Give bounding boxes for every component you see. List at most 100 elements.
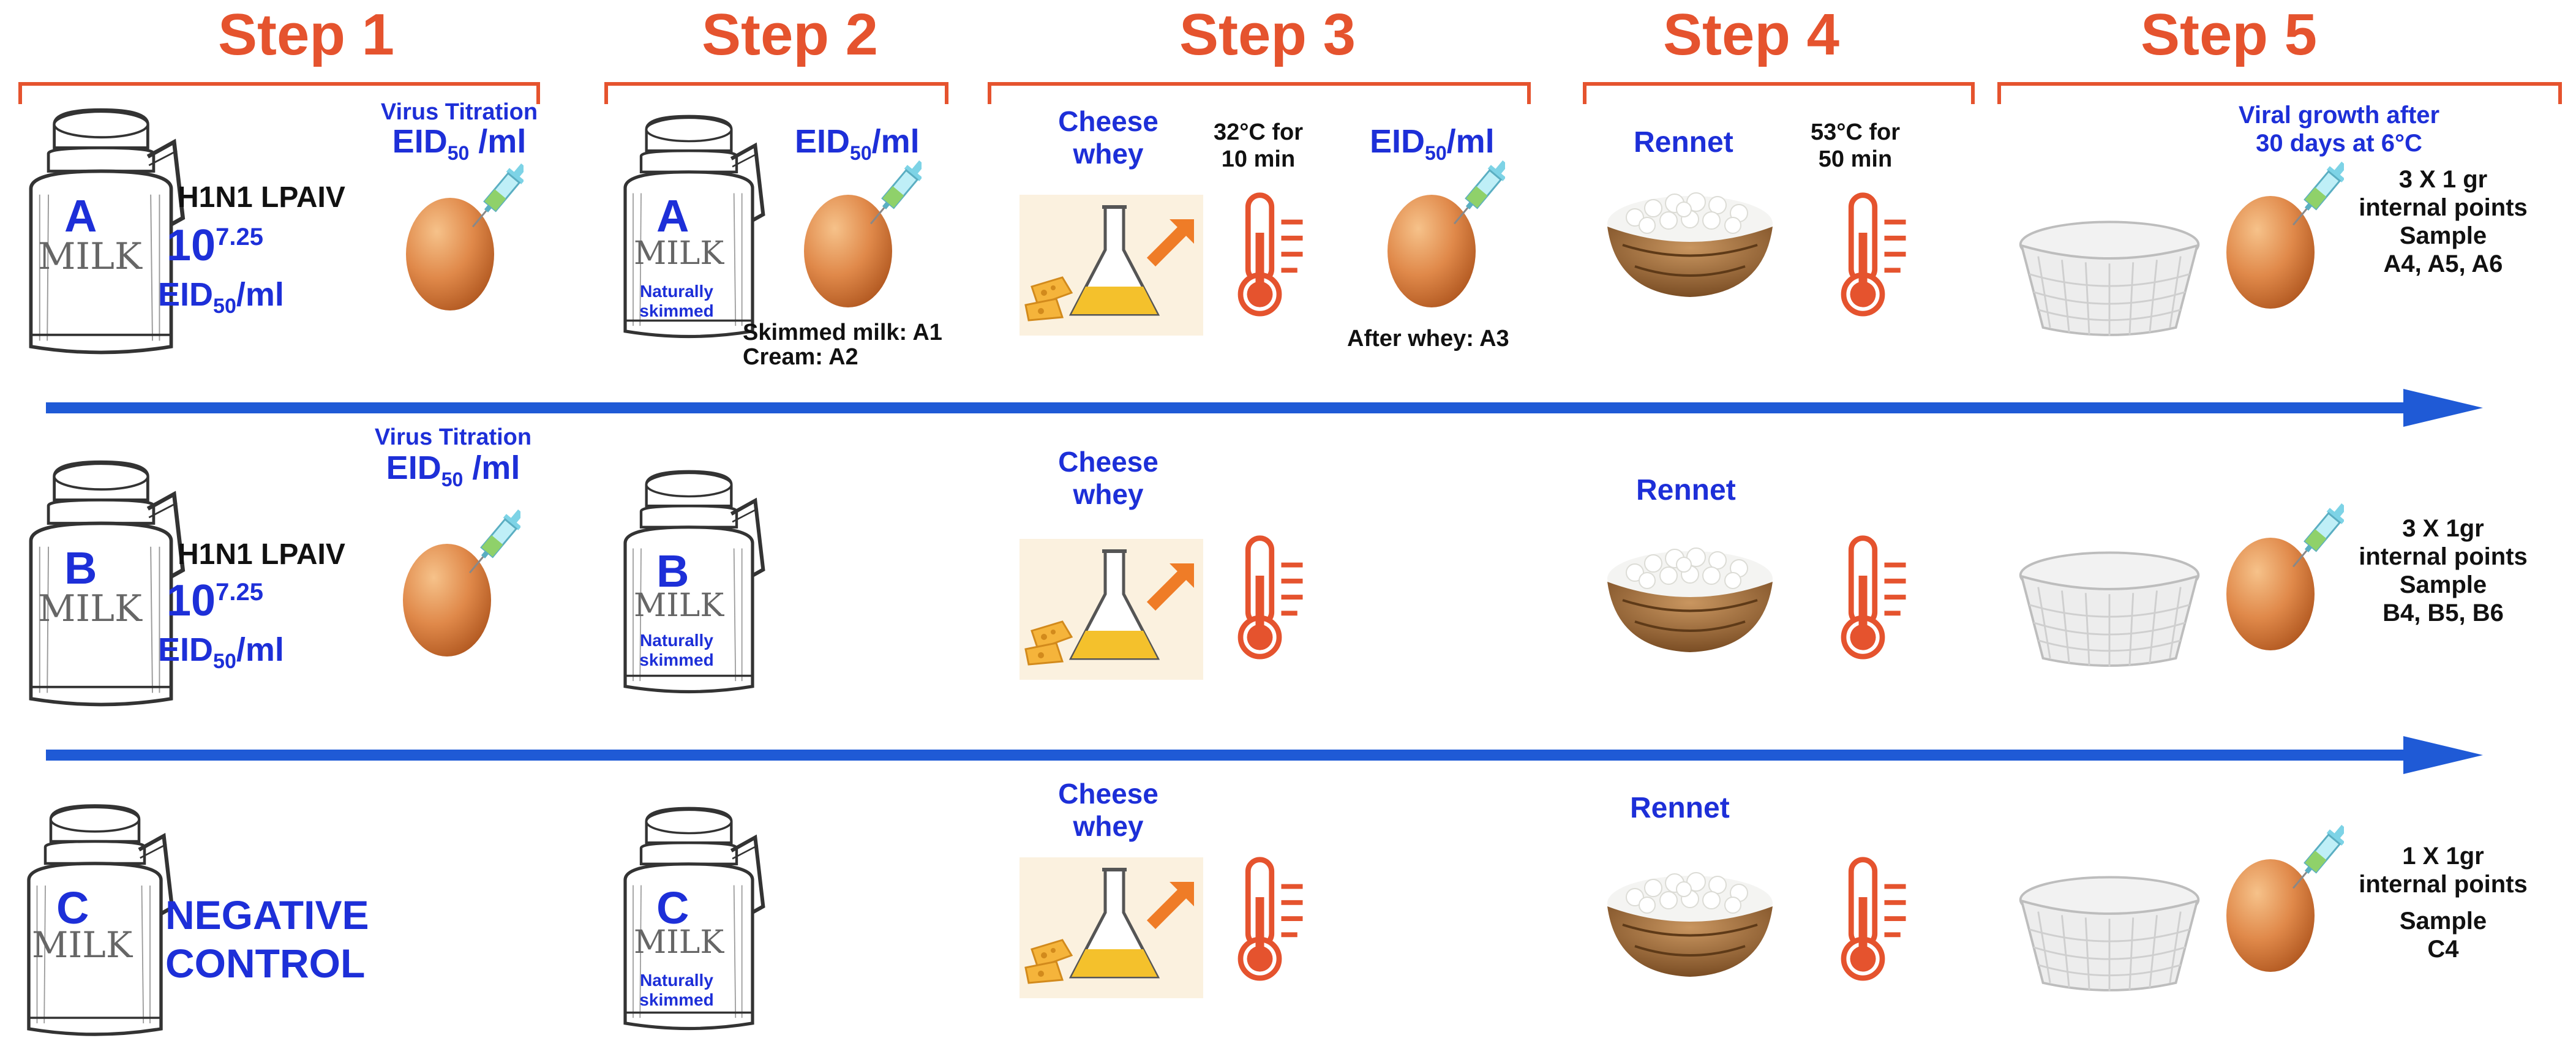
step-3-bracket <box>988 82 1531 104</box>
cheese-whey-flask-icon <box>1020 539 1203 680</box>
cheese-whey-label: Cheese whey <box>1041 105 1176 170</box>
temp-step3-line2: 10 min <box>1221 146 1296 172</box>
step2-eid-unit: /ml <box>871 123 920 160</box>
strain-label: H1N1 LPAIV <box>178 538 345 571</box>
step-4-title: Step 4 <box>1662 2 1840 67</box>
eid-unit: /ml <box>463 450 520 486</box>
step3-eid-sub: 50 <box>1425 141 1447 164</box>
dose-base: 10 <box>167 221 216 270</box>
cheese-whey-label: Cheese whey <box>1041 446 1176 511</box>
dose-exp: 7.25 <box>216 579 263 606</box>
step-5-bracket <box>1997 82 2562 104</box>
dose-unit-tail: /ml <box>236 631 284 668</box>
step-1-title: Step 1 <box>217 2 395 67</box>
milk-text: MILK <box>32 924 133 966</box>
naturally-text: Naturally <box>640 631 713 650</box>
egg-injection-icon <box>398 508 520 668</box>
sample-a-line3: Sample <box>2399 222 2487 249</box>
dose-unit: EID50/ml <box>158 631 284 674</box>
cheese-basket-icon <box>2015 539 2204 677</box>
thermometer-icon <box>1831 190 1917 318</box>
naturally-skimmed-label: Naturally skimmed <box>631 631 723 670</box>
whey-text: whey <box>1073 810 1144 842</box>
step-4-bracket <box>1583 82 1975 104</box>
sample-b-label: 3 X 1gr internal points Sample B4, B5, B… <box>2339 514 2547 627</box>
thermometer-icon <box>1831 854 1917 983</box>
thermometer-icon <box>1228 854 1313 983</box>
rennet-bowl-icon <box>1598 521 1782 661</box>
naturally-text: Naturally <box>640 971 713 990</box>
sample-c-line1: 1 X 1gr <box>2402 843 2484 870</box>
rennet-bowl-icon <box>1598 165 1782 306</box>
naturally-skimmed-label: Naturally skimmed <box>631 971 723 1010</box>
can-label-b-step2: B <box>656 546 689 596</box>
sample-a-label: 3 X 1 gr internal points Sample A4, A5, … <box>2339 165 2547 278</box>
milk-can-icon <box>12 796 178 1041</box>
cheese-whey-flask-icon <box>1020 195 1203 336</box>
strain-label: H1N1 LPAIV <box>178 181 345 214</box>
control-text: CONTROL <box>165 941 366 987</box>
eid-unit: /ml <box>469 123 527 160</box>
naturally-text: Naturally <box>640 282 713 301</box>
step3-eid-label: EID50/ml <box>1370 122 1495 165</box>
thermometer-icon <box>1228 190 1313 318</box>
can-label-a-step2: A <box>656 190 689 241</box>
sample-b-line2: internal points <box>2359 543 2528 570</box>
milk-text: MILK <box>38 587 142 630</box>
viral-growth-line1: Viral growth after <box>2238 102 2440 129</box>
dose-label: 107.25 <box>167 220 263 271</box>
cheese-text: Cheese <box>1058 105 1158 137</box>
sample-c-line3: Sample <box>2399 908 2487 935</box>
milk-text: MILK <box>38 235 142 278</box>
skimmed-text: skimmed <box>639 990 714 1010</box>
dose-unit-tail: /ml <box>236 276 284 313</box>
negative-control-label: NEGATIVE CONTROL <box>165 891 369 988</box>
egg-injection-icon <box>2221 824 2344 983</box>
step-3-title: Step 3 <box>1179 2 1356 67</box>
egg-injection-icon <box>401 162 524 322</box>
rennet-label: Rennet <box>1634 126 1733 159</box>
temp-step3-label: 32°C for 10 min <box>1197 119 1320 173</box>
eid-sub: 50 <box>447 141 470 164</box>
step3-eid-unit: /ml <box>1446 123 1495 160</box>
sample-b-line1: 3 X 1gr <box>2402 515 2484 542</box>
process-arrow-2 <box>46 736 2483 774</box>
step-5-title: Step 5 <box>2140 2 2318 67</box>
egg-injection-icon <box>1383 159 1505 318</box>
dose-base: 10 <box>167 576 216 625</box>
step-2-title: Step 2 <box>701 2 879 67</box>
cheese-whey-label: Cheese whey <box>1041 778 1176 843</box>
rennet-label: Rennet <box>1630 792 1730 824</box>
step2-eid-sub: 50 <box>850 141 872 164</box>
egg-injection-icon <box>2221 160 2344 320</box>
sample-b-line4: B4, B5, B6 <box>2383 600 2504 626</box>
can-label-c: C <box>56 882 89 933</box>
step3-eid-main: EID <box>1370 123 1425 160</box>
can-label-b: B <box>64 543 97 593</box>
cheese-text: Cheese <box>1058 446 1158 478</box>
sample-a-line2: internal points <box>2359 194 2528 221</box>
eid-main: EID <box>386 450 441 486</box>
thermometer-icon <box>1831 533 1917 661</box>
eid-label: EID50 /ml <box>367 122 551 165</box>
viral-growth-label: Viral growth after 30 days at 6°C <box>2217 101 2461 157</box>
virus-titration-label: Virus Titration <box>380 99 538 125</box>
can-label-a: A <box>64 190 97 241</box>
cheese-whey-flask-icon <box>1020 857 1203 998</box>
sample-c-line2: internal points <box>2359 871 2528 898</box>
eid-sub: 50 <box>441 468 464 491</box>
whey-text: whey <box>1073 137 1144 170</box>
thermometer-icon <box>1228 533 1313 661</box>
sample-c-label: 1 X 1gr internal points Sample C4 <box>2339 842 2547 963</box>
rennet-bowl-icon <box>1598 845 1782 986</box>
sample-a-line4: A4, A5, A6 <box>2383 250 2503 277</box>
rennet-label: Rennet <box>1636 474 1736 506</box>
milk-text: MILK <box>634 924 724 961</box>
whey-text: whey <box>1073 478 1144 510</box>
after-whey-label: After whey: A3 <box>1347 326 1509 352</box>
step-1-bracket <box>18 82 540 104</box>
step2-eid-main: EID <box>795 123 851 160</box>
skimmed-text: skimmed <box>639 650 714 670</box>
viral-growth-line2: 30 days at 6°C <box>2256 130 2422 157</box>
sample-a-line1: 3 X 1 gr <box>2398 166 2488 193</box>
